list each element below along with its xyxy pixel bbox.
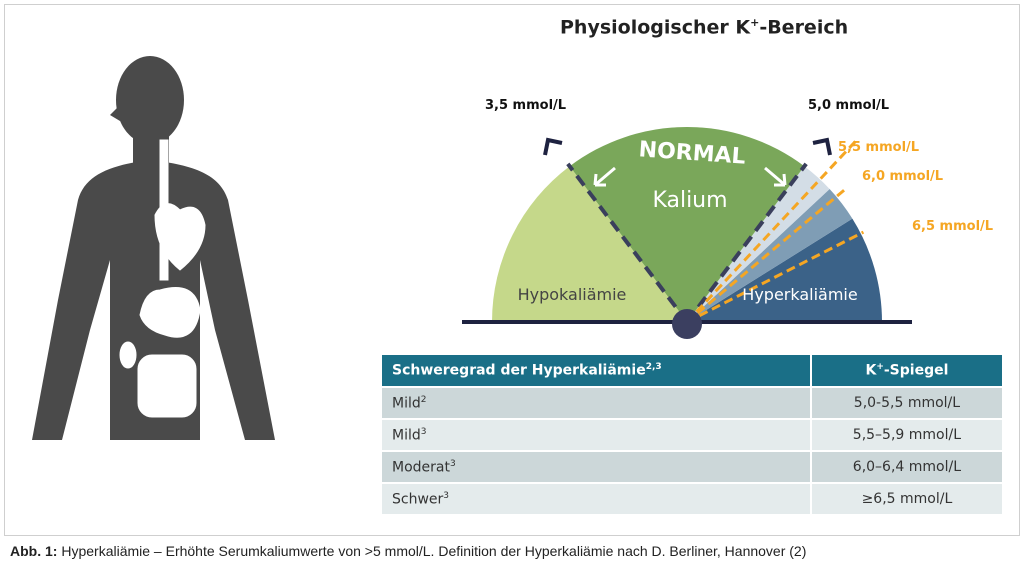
kalium-label: Kalium <box>652 188 727 213</box>
arrow-left-icon <box>593 166 616 187</box>
threshold-line <box>686 230 865 324</box>
table-header: Schweregrad der Hyperkaliämie2,3 K+-Spie… <box>382 355 1005 387</box>
threshold-label: 6,0 mmol/L <box>862 169 943 184</box>
human-body-illustration <box>32 56 275 440</box>
organs-icon <box>119 139 219 418</box>
arrow-corner-icon <box>812 137 832 156</box>
threshold-label: 5,5 mmol/L <box>838 140 919 155</box>
hypo-label: Hypokaliämie <box>518 285 627 304</box>
severe-segment <box>687 218 882 322</box>
high-limit-label: 5,0 mmol/L <box>808 98 889 113</box>
high-limit-line <box>685 162 808 324</box>
normal-segment <box>569 126 805 322</box>
low-limit-line <box>566 162 689 324</box>
table-row: Schwer3≥6,5 mmol/L <box>382 482 1005 514</box>
header-severity: Schweregrad der Hyperkaliämie2,3 <box>382 355 812 387</box>
header-level: K+-Spiegel <box>810 355 1005 387</box>
moderate-segment <box>687 189 853 322</box>
hypo-segment <box>492 166 687 322</box>
low-limit-label: 3,5 mmol/L <box>485 98 566 113</box>
threshold-label: 6,5 mmol/L <box>912 219 993 234</box>
potassium-gauge: NORMAL Kalium Hypokaliämie Hyperkaliämie… <box>462 98 993 339</box>
arrow-right-icon <box>764 166 787 187</box>
threshold-line <box>686 185 849 324</box>
severity-table: Schweregrad der Hyperkaliämie2,3 K+-Spie… <box>382 355 1005 514</box>
figure-caption: Abb. 1: Hyperkaliämie – Erhöhte Serumkal… <box>10 543 807 559</box>
gauge-pivot <box>672 309 702 339</box>
figure-frame <box>4 4 1020 536</box>
arrow-corner-icon <box>543 137 563 156</box>
hyper-label: Hyperkaliämie <box>742 285 857 304</box>
chart-title: Physiologischer K+-Bereich <box>560 16 849 39</box>
